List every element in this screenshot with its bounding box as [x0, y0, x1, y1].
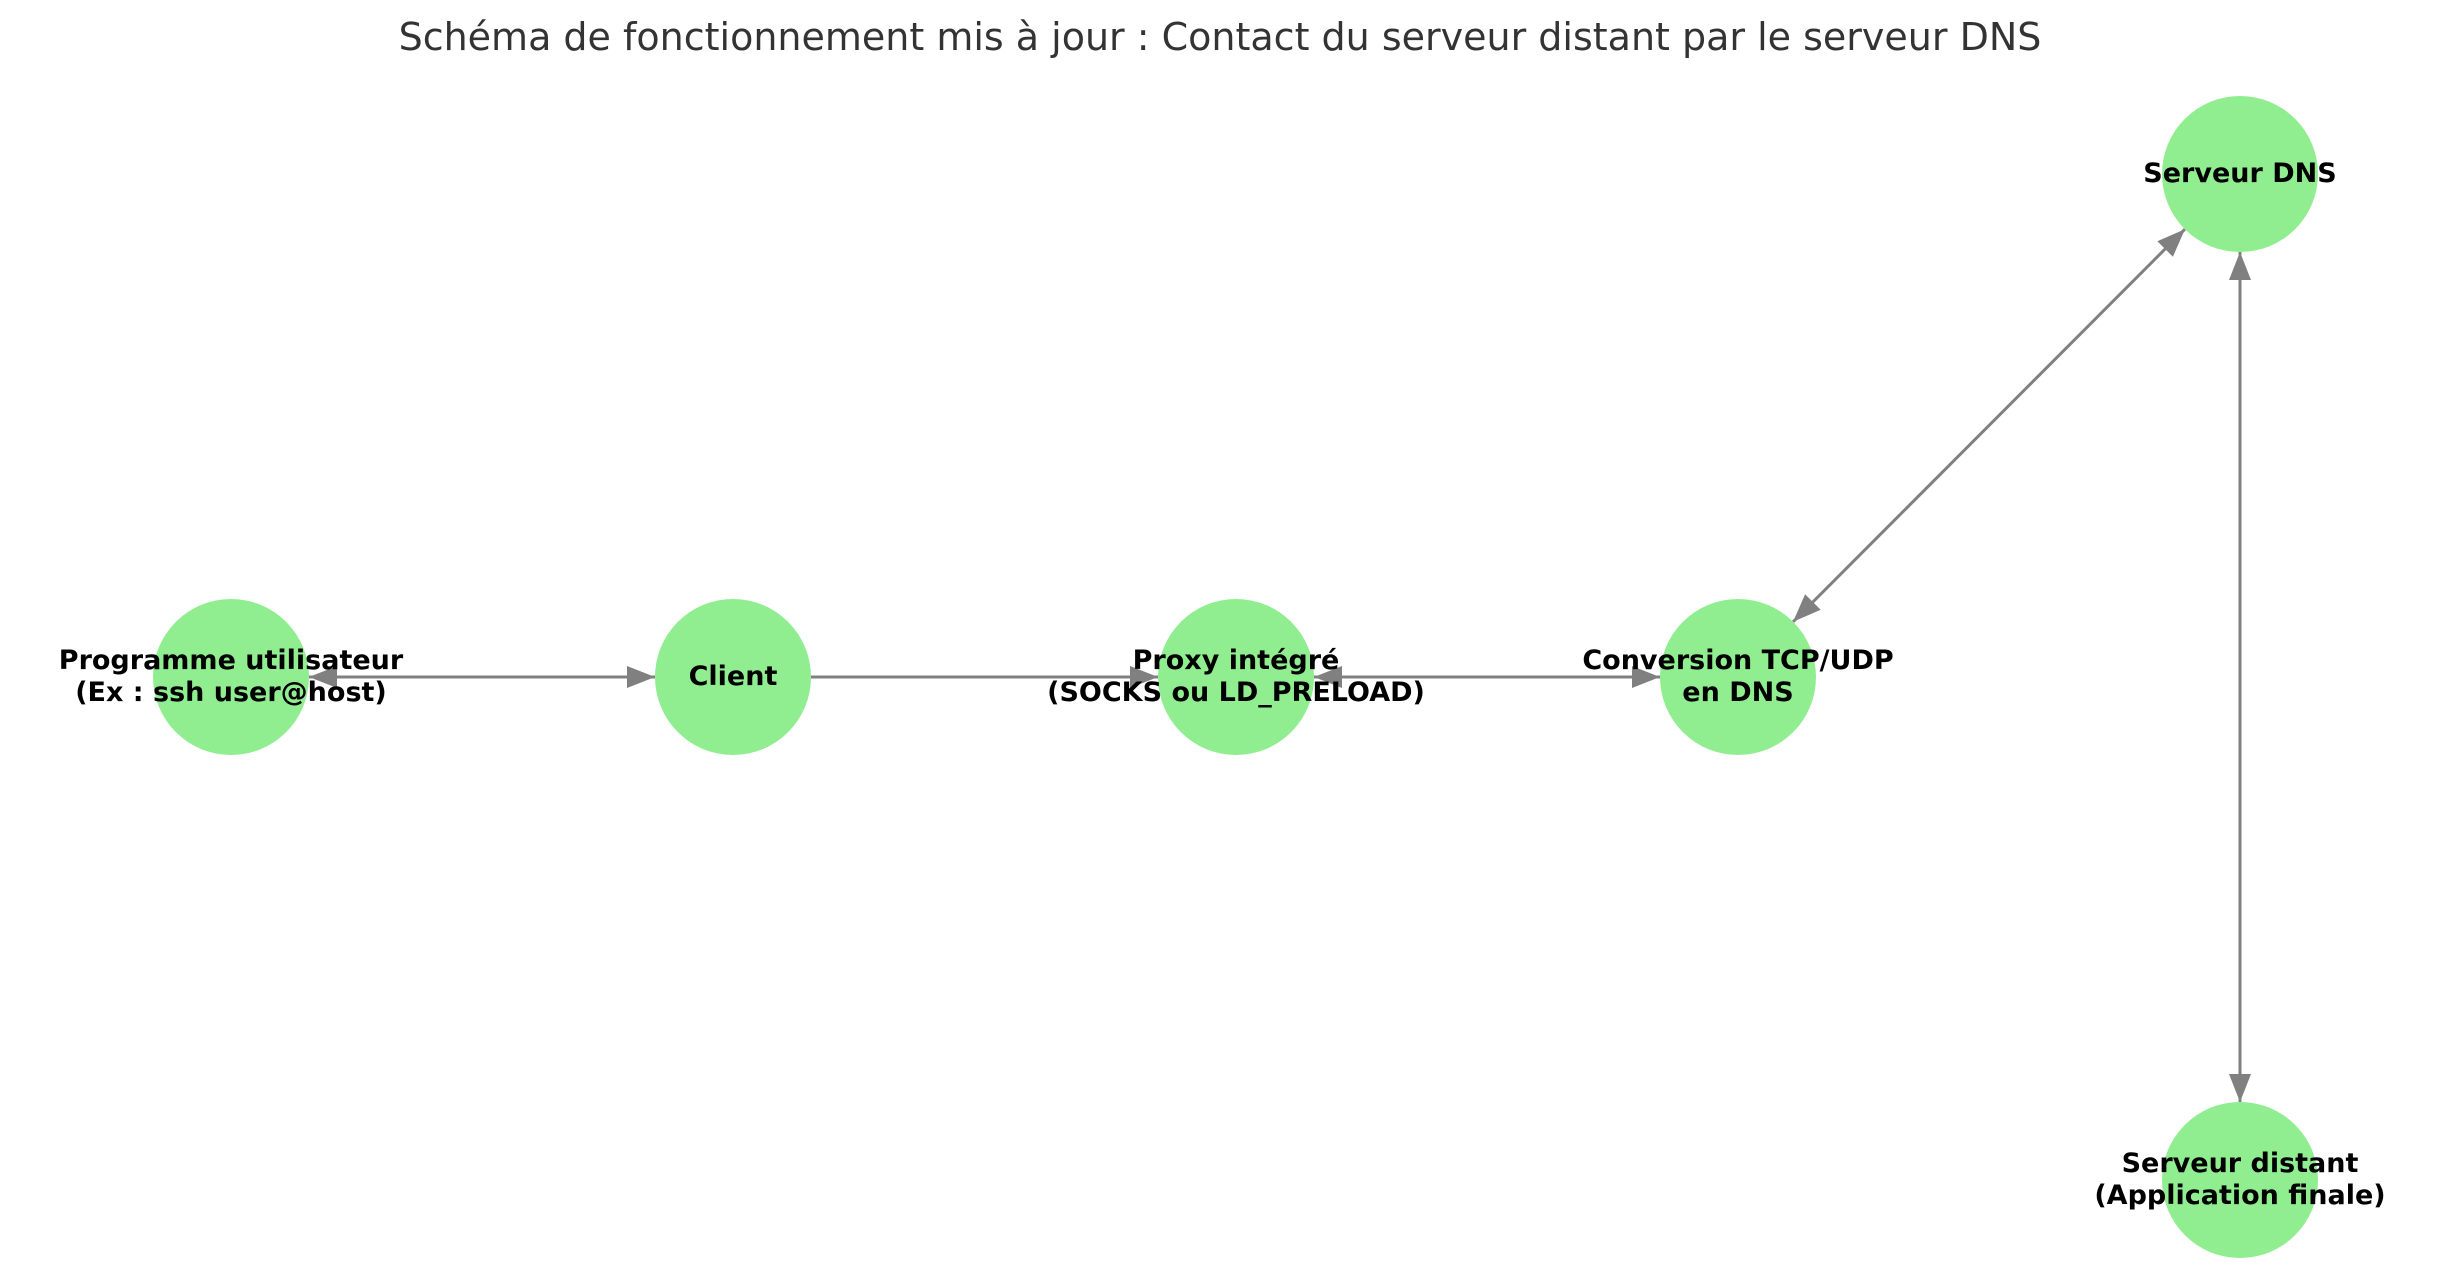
arrowhead-proxy	[1314, 666, 1342, 688]
nodes-layer: Programme utilisateur (Ex : ssh user@hos…	[59, 96, 2386, 1258]
node-client-circle	[655, 599, 811, 755]
arrowhead-distant	[2229, 1074, 2251, 1102]
node-conversion-circle	[1660, 599, 1816, 755]
node-dns-circle	[2162, 96, 2318, 252]
node-dns-label: Serveur DNS	[2143, 158, 2336, 189]
node-serveur-distant[interactable]: Serveur distant (Application finale)	[2094, 1102, 2386, 1258]
diagram-title: Schéma de fonctionnement mis à jour : Co…	[399, 15, 2042, 59]
node-proxy-label-line2: (SOCKS ou LD_PRELOAD)	[1047, 677, 1425, 708]
arrowhead-proxy	[1130, 666, 1158, 688]
node-programme-circle	[153, 599, 309, 755]
node-proxy-integre[interactable]: Proxy intégré (SOCKS ou LD_PRELOAD)	[1047, 599, 1425, 755]
arrowhead-client	[627, 666, 655, 688]
arrowhead-programme	[309, 666, 337, 688]
arrowhead-dns	[2157, 229, 2185, 257]
node-proxy-circle	[1158, 599, 1314, 755]
node-distant-label-line1: Serveur distant	[2122, 1148, 2359, 1179]
node-proxy-label-line1: Proxy intégré	[1133, 645, 1340, 676]
node-programme-label-line2: (Ex : ssh user@host)	[75, 677, 387, 708]
node-distant-label-line2: (Application finale)	[2094, 1180, 2385, 1211]
node-conversion-label-line2: en DNS	[1682, 677, 1793, 708]
edge-dns-distant	[2229, 252, 2251, 1102]
edge-proxy-conversion	[1314, 666, 1660, 688]
node-client[interactable]: Client	[655, 599, 811, 755]
node-serveur-dns[interactable]: Serveur DNS	[2143, 96, 2337, 252]
edge-conversion-dns	[1792, 228, 2186, 623]
node-client-label: Client	[689, 661, 778, 692]
arrowhead-dns	[2229, 252, 2251, 280]
node-distant-circle	[2162, 1102, 2318, 1258]
node-programme-utilisateur[interactable]: Programme utilisateur (Ex : ssh user@hos…	[59, 599, 404, 755]
arrowhead-conversion	[1793, 594, 1821, 622]
arrowhead-conversion	[1632, 666, 1660, 688]
edge-client-proxy	[811, 666, 1158, 688]
edge-programme-client	[309, 666, 655, 688]
edge-line-conversion-dns	[1792, 228, 2186, 623]
node-programme-label-line1: Programme utilisateur	[59, 645, 404, 676]
node-conversion-tcp-udp[interactable]: Conversion TCP/UDP en DNS	[1582, 599, 1894, 755]
edges-layer	[309, 228, 2251, 1102]
node-conversion-label-line1: Conversion TCP/UDP	[1582, 645, 1893, 676]
